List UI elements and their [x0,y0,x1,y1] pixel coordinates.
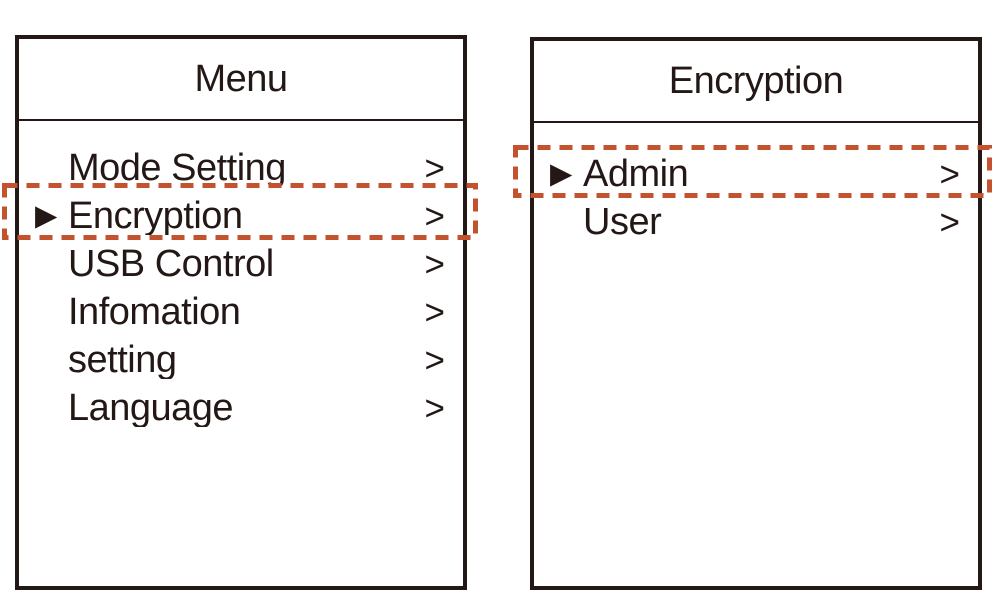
menu-panel-title: Menu [194,58,288,100]
submenu-arrow-icon: > [939,202,960,242]
submenu-arrow-icon: > [424,340,445,380]
menu-item-label: setting [68,341,177,379]
submenu-arrow-icon: > [424,388,445,428]
menu-item-label: Language [68,389,234,427]
menu-item-infomation[interactable]: Infomation > [19,288,463,336]
submenu-arrow-icon: > [424,292,445,332]
menu-screen-panel: Menu Mode Setting > ▶ Encryption > USB C… [15,35,467,590]
selected-item-triangle-icon: ▶ [550,155,573,190]
menu-item-label: Encryption [68,197,243,235]
menu-item-label: USB Control [68,245,274,283]
menu-item-list: Mode Setting > ▶ Encryption > USB Contro… [19,121,463,432]
menu-item-mode-setting[interactable]: Mode Setting > [19,144,463,192]
encryption-screen-panel: Encryption ▶ Admin > User > [530,37,982,590]
menu-item-label: Infomation [68,293,241,331]
submenu-arrow-icon: > [424,244,445,284]
menu-item-language[interactable]: Language > [19,384,463,432]
submenu-arrow-icon: > [939,154,960,194]
menu-item-label: Mode Setting [68,149,286,187]
menu-item-label: Admin [583,155,689,193]
selection-marker-slot: ▶ [550,155,583,190]
submenu-arrow-icon: > [424,148,445,188]
selected-item-triangle-icon: ▶ [35,197,58,232]
menu-panel-header: Menu [19,39,463,121]
menu-item-user[interactable]: User > [534,198,978,246]
menu-item-label: User [583,203,662,241]
menu-item-usb-control[interactable]: USB Control > [19,240,463,288]
encryption-item-list: ▶ Admin > User > [534,123,978,246]
menu-item-setting[interactable]: setting > [19,336,463,384]
submenu-arrow-icon: > [424,196,445,236]
encryption-panel-title: Encryption [668,60,844,102]
selection-marker-slot: ▶ [35,197,68,232]
menu-item-encryption[interactable]: ▶ Encryption > [19,192,463,240]
encryption-panel-header: Encryption [534,41,978,123]
menu-item-admin[interactable]: ▶ Admin > [534,150,978,198]
